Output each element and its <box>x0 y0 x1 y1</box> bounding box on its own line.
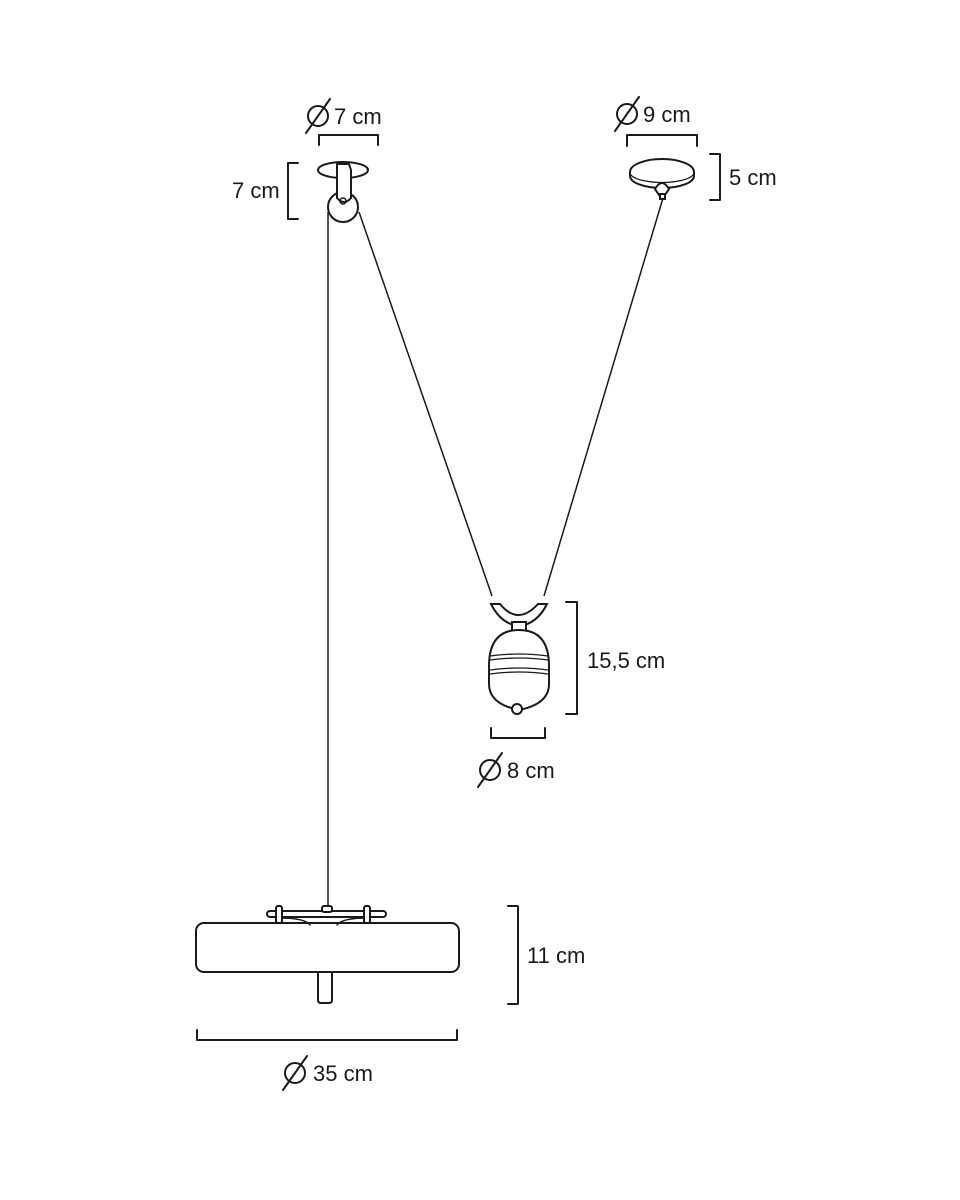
pulley-fixture <box>317 161 369 223</box>
canopy-height-label: 5 cm <box>729 165 777 190</box>
right-diagonal-cord <box>543 197 664 597</box>
counterweight <box>488 603 550 715</box>
pulley-diameter-label: 7 cm <box>334 104 382 129</box>
diameter-icon <box>282 1055 308 1091</box>
shade-height-label: 11 cm <box>527 943 586 968</box>
canopy-diameter-label: 9 cm <box>643 102 691 127</box>
dimension-lines <box>196 134 721 1041</box>
counterweight-diameter-label: 8 cm <box>507 758 555 783</box>
diameter-icon <box>477 752 503 788</box>
diameter-icon <box>614 96 640 132</box>
lamp-shade <box>195 905 460 1004</box>
diameter-icon <box>305 98 331 134</box>
pulley-height-label: 7 cm <box>232 178 280 203</box>
shade-diameter-label: 35 cm <box>313 1061 373 1086</box>
counterweight-height-label: 15,5 cm <box>587 648 666 673</box>
left-diagonal-cord <box>358 211 493 597</box>
ceiling-canopy <box>629 158 695 200</box>
